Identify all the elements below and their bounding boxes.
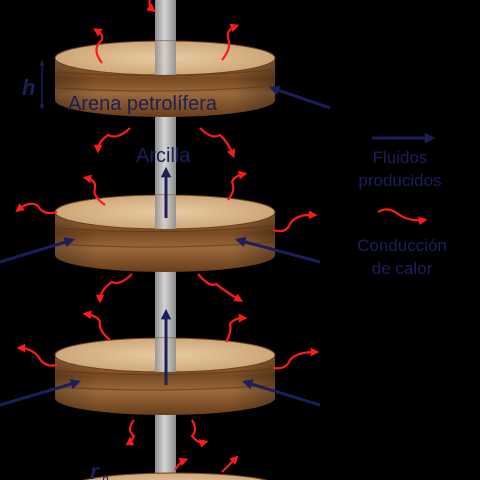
heat-arrow — [92, 28, 104, 64]
heat-arrow — [146, 0, 156, 13]
heat-arrow — [174, 457, 189, 471]
heat-arrow — [199, 127, 236, 159]
clay-label: Arcilla — [136, 145, 191, 167]
heat-arrow — [15, 202, 58, 215]
legend-heat-line2: de calor — [372, 259, 433, 278]
radius-symbol: r — [90, 459, 100, 480]
heat-arrow — [93, 127, 131, 154]
heat-arrow — [16, 343, 58, 367]
legend-fluids-line1: Fluidos — [373, 148, 428, 167]
heat-arrow — [227, 170, 248, 201]
sand-layer-4 — [81, 472, 269, 480]
fluid-arrow — [241, 379, 321, 407]
legend-heat-line1: Conducción — [357, 236, 447, 255]
fluid-arrow — [269, 85, 331, 110]
heat-arrow — [190, 419, 209, 448]
heat-arrow — [225, 313, 248, 343]
sand-layer-1 — [54, 40, 276, 117]
heat-arrow — [95, 273, 133, 304]
legend-fluids-line2: producidos — [358, 171, 441, 190]
heat-arrow — [272, 210, 318, 233]
heat-arrow — [272, 347, 320, 370]
radius-subscript: h — [102, 472, 109, 480]
heat-arrow — [221, 455, 239, 473]
legend-heat-arrow — [377, 208, 428, 226]
fluid-arrow — [0, 379, 82, 407]
fluid-arrows — [0, 85, 331, 407]
heat-arrow — [82, 310, 111, 341]
radius-label: r h — [90, 459, 109, 480]
heat-arrow — [221, 23, 240, 61]
sand-label: Arena petrolífera — [68, 93, 218, 115]
sand-layer-2 — [54, 194, 276, 272]
thickness-label: h — [22, 75, 35, 100]
heat-arrow — [82, 174, 106, 206]
heat-arrow — [197, 273, 244, 302]
fluid-arrow — [0, 237, 76, 264]
fluid-arrow — [234, 236, 321, 264]
heat-arrow — [125, 419, 136, 446]
heat-arrows — [15, 0, 320, 473]
legend: Fluidos producidos Conducción de calor — [357, 132, 447, 278]
